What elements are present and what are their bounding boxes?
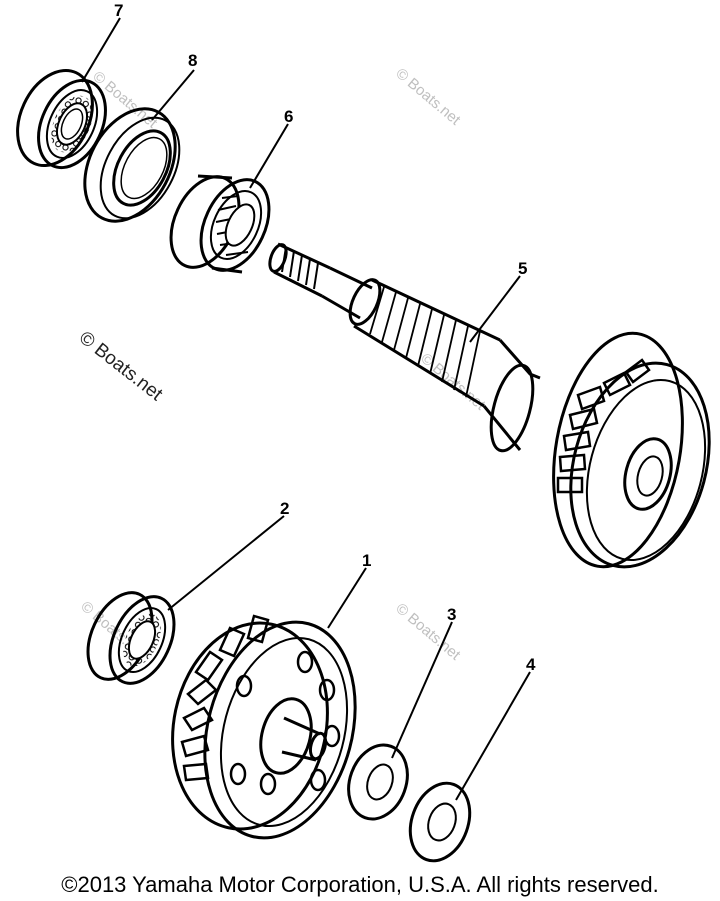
callout-labels: 7 8 6 5 2 1 3 4 [114, 1, 536, 674]
callout-8: 8 [188, 51, 197, 70]
leader-5 [469, 275, 521, 343]
leader-7 [81, 17, 121, 83]
part-2-ball-bearing [86, 591, 176, 685]
watermark-shaft: © Boats.net [417, 350, 489, 414]
callout-3: 3 [447, 605, 456, 624]
leader-4 [455, 671, 531, 801]
part-1-gear [171, 614, 357, 840]
leader-1 [327, 567, 367, 629]
watermark-main: © Boats.net [75, 327, 167, 405]
callout-1: 1 [362, 551, 371, 570]
callout-7: 7 [114, 1, 123, 20]
part-7-ball-bearing [16, 68, 107, 170]
leader-3 [391, 621, 453, 759]
leader-lines [81, 17, 531, 801]
leader-2 [167, 515, 285, 611]
callout-2: 2 [280, 499, 289, 518]
leader-8 [151, 69, 195, 121]
copyright-notice: ©2013 Yamaha Motor Corporation, U.S.A. A… [61, 872, 659, 897]
part-3-washer [347, 743, 409, 821]
part-4-washer [408, 781, 472, 863]
leader-6 [249, 123, 289, 189]
watermark-top-right: © Boats.net [392, 65, 464, 129]
watermark-top-left: © Boats.net [89, 68, 161, 132]
part-6-needle-bearing [169, 174, 271, 274]
watermark-group: © Boats.net © Boats.net © Boats.net © Bo… [77, 65, 489, 664]
callout-4: 4 [526, 655, 536, 674]
callout-6: 6 [284, 107, 293, 126]
part-5-shaft [268, 242, 711, 569]
callout-5: 5 [518, 259, 527, 278]
